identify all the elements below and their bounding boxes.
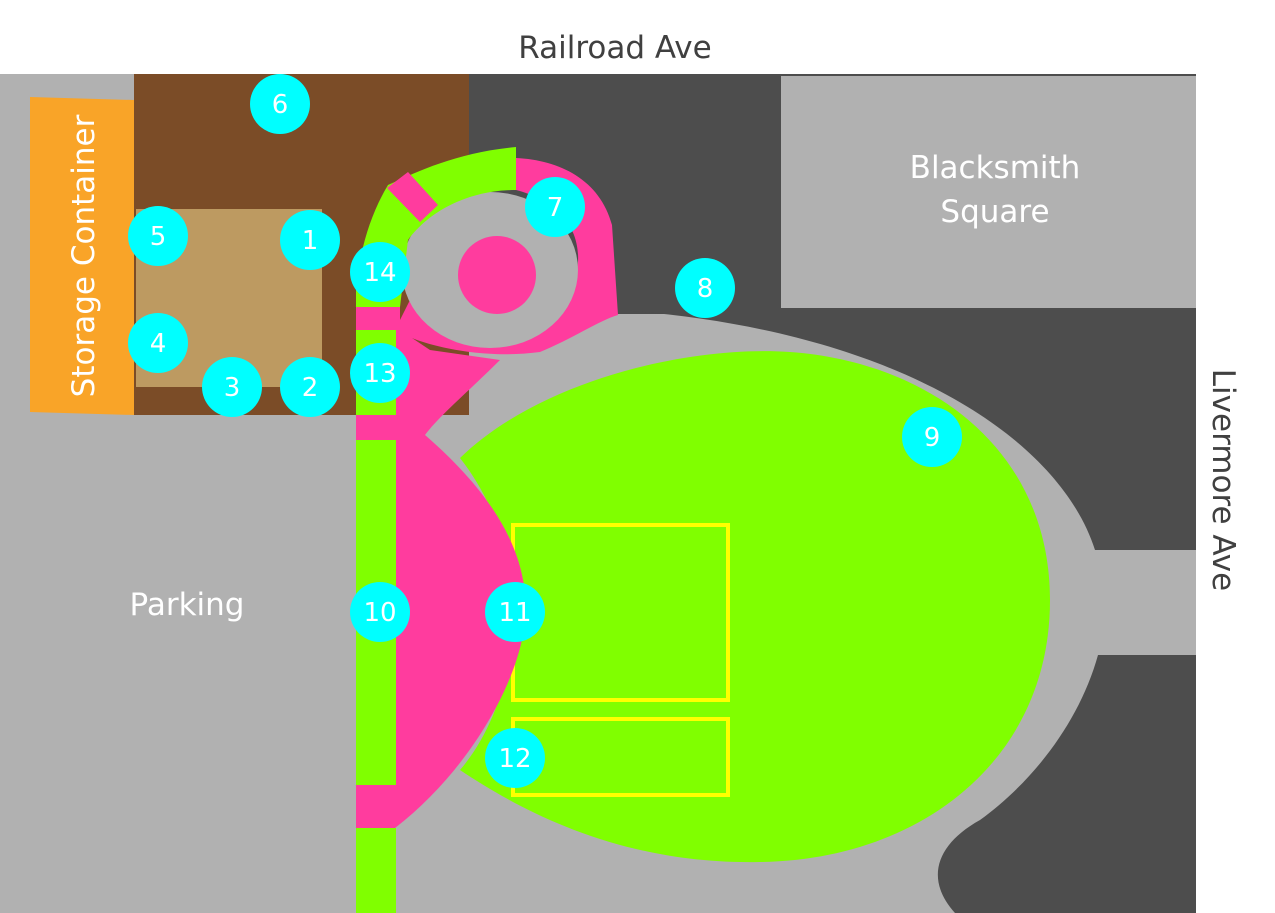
marker-14[interactable]: 14 [350, 242, 410, 302]
marker-8[interactable]: 8 [675, 258, 735, 318]
marker-9[interactable]: 9 [902, 407, 962, 467]
dark-lot-southeast [937, 655, 1196, 913]
marker-4-label: 4 [150, 329, 167, 359]
marker-13-label: 13 [363, 359, 396, 389]
pink-path-lower [356, 307, 526, 828]
marker-5[interactable]: 5 [128, 206, 188, 266]
marker-12[interactable]: 12 [485, 728, 545, 788]
main-lawn [460, 351, 1050, 863]
marker-2[interactable]: 2 [280, 357, 340, 417]
marker-13[interactable]: 13 [350, 343, 410, 403]
marker-2-label: 2 [302, 373, 319, 403]
marker-7-label: 7 [547, 193, 564, 223]
marker-8-label: 8 [697, 274, 714, 304]
marker-14-label: 14 [363, 258, 396, 288]
marker-3-label: 3 [224, 373, 241, 403]
street-east-label: Livermore Ave [1205, 369, 1241, 591]
marker-11[interactable]: 11 [485, 582, 545, 642]
storage-container [30, 97, 134, 415]
marker-4[interactable]: 4 [128, 313, 188, 373]
marker-9-label: 9 [924, 423, 941, 453]
marker-1-label: 1 [302, 226, 319, 256]
blacksmith-label-line2: Square [940, 194, 1049, 230]
street-north-label: Railroad Ave [518, 30, 711, 66]
marker-5-label: 5 [150, 222, 167, 252]
marker-3[interactable]: 3 [202, 357, 262, 417]
marker-1[interactable]: 1 [280, 210, 340, 270]
dark-lot-east [620, 310, 1196, 550]
blacksmith-label-line1: Blacksmith [910, 150, 1081, 186]
marker-10[interactable]: 10 [350, 582, 410, 642]
marker-12-label: 12 [498, 744, 531, 774]
storage-container-label: Storage Container [66, 114, 102, 397]
marker-11-label: 11 [498, 598, 531, 628]
marker-6-label: 6 [272, 90, 289, 120]
green-strip-lower [356, 828, 396, 913]
pink-stripe [387, 172, 438, 222]
marker-7[interactable]: 7 [525, 177, 585, 237]
plaza-center [458, 236, 536, 314]
marker-10-label: 10 [363, 598, 396, 628]
marker-6[interactable]: 6 [250, 74, 310, 134]
parking-label: Parking [130, 587, 245, 623]
blacksmith-square-block [781, 76, 1196, 308]
